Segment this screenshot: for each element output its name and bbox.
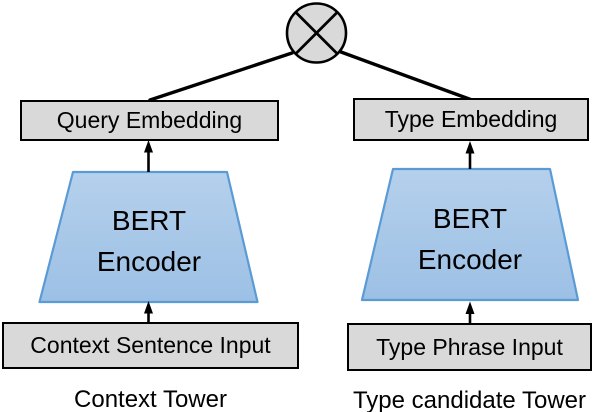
arrow-type-input-to-encoder [465,301,475,323]
context-sentence-input-label: Context Sentence Input [30,332,271,358]
context-sentence-input-box: Context Sentence Input [2,322,299,369]
type-candidate-tower-caption: Type candidate Tower [352,387,587,412]
connector-type-to-multiply [339,50,474,102]
type-phrase-input-box: Type Phrase Input [347,323,592,371]
query-embedding-label: Query Embedding [56,107,243,133]
arrow-context-input-to-encoder [144,301,153,322]
arrow-type-encoder-to-embedding [465,141,475,169]
type-embedding-box: Type Embedding [353,98,589,141]
multiply-cross-stroke [294,11,339,55]
bert-encoder-trapezoid-context [38,170,259,304]
type-phrase-input-label: Type Phrase Input [376,333,563,360]
arrow-context-encoder-to-embedding [144,140,153,172]
context-tower-caption: Context Tower [74,386,227,412]
connector-query-to-multiply [148,51,294,102]
type-embedding-label: Type Embedding [384,106,558,132]
query-embedding-box: Query Embedding [20,100,279,141]
bert-encoder-trapezoid-type [360,167,580,302]
